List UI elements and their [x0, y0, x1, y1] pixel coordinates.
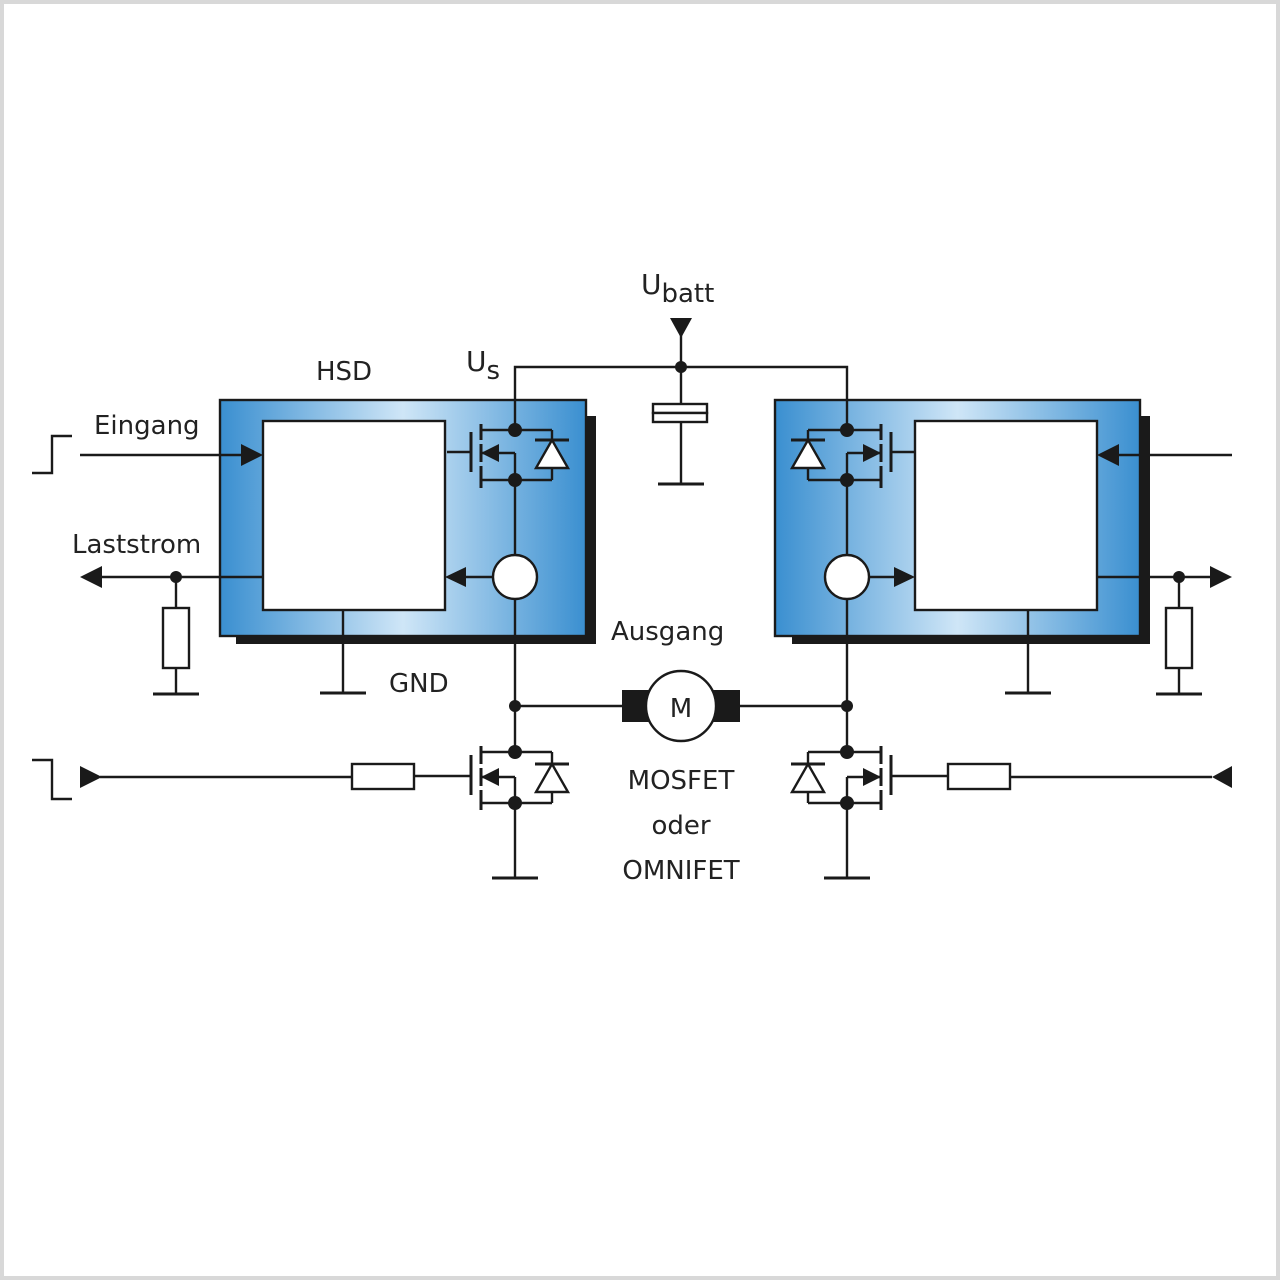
current-sensor-left — [491, 553, 539, 601]
eingang-label: Eingang — [94, 411, 200, 441]
freewheel-diode-icon — [533, 437, 571, 470]
motor — [509, 669, 853, 743]
hsd-gnd-left — [320, 610, 366, 695]
mosfet-high-right — [789, 423, 915, 488]
mosfet-low-right — [789, 745, 948, 880]
ubatt-arrow-icon — [670, 318, 692, 338]
omnifet-label: OMNIFET — [622, 856, 739, 886]
input-signal-right — [1097, 444, 1232, 466]
supply-rail — [513, 318, 849, 428]
hsd-box-right — [773, 398, 1150, 644]
load-current-left — [80, 566, 263, 696]
capacitor — [651, 402, 709, 486]
freewheel-diode-icon — [533, 761, 571, 794]
hsd-box-left — [218, 398, 596, 644]
laststrom-label: Laststrom — [72, 530, 201, 560]
resistor-icon — [161, 606, 191, 670]
hsd-label: HSD — [316, 357, 372, 387]
resistor-icon — [350, 762, 416, 791]
gnd-label: GND — [389, 669, 449, 699]
low-input-right — [946, 762, 1232, 791]
motor-label: M — [670, 694, 692, 724]
current-sensor-right — [823, 553, 871, 601]
motor-icon — [644, 669, 718, 743]
resistor-icon — [1164, 606, 1194, 670]
load-current-right — [1097, 566, 1232, 696]
input-signal-left — [32, 434, 263, 475]
hsd-logic-block-left — [261, 419, 447, 612]
hsd-logic-block-right — [913, 419, 1099, 612]
mosfet-low-left — [414, 745, 571, 880]
ausgang-label: Ausgang — [611, 617, 724, 647]
step-signal-icon — [32, 758, 72, 801]
ubatt-label: Ubatt — [641, 268, 714, 309]
resistor-icon — [946, 762, 1012, 791]
mosfet-high-left — [447, 423, 571, 488]
us-label: Us — [466, 345, 500, 386]
freewheel-diode-icon — [789, 761, 827, 794]
freewheel-diode-icon — [789, 437, 827, 470]
hsd-gnd-right — [1005, 610, 1051, 695]
mosfet-label: MOSFET — [628, 766, 735, 796]
step-signal-icon — [32, 434, 72, 475]
low-input-left — [32, 758, 416, 801]
oder-label: oder — [651, 811, 710, 841]
